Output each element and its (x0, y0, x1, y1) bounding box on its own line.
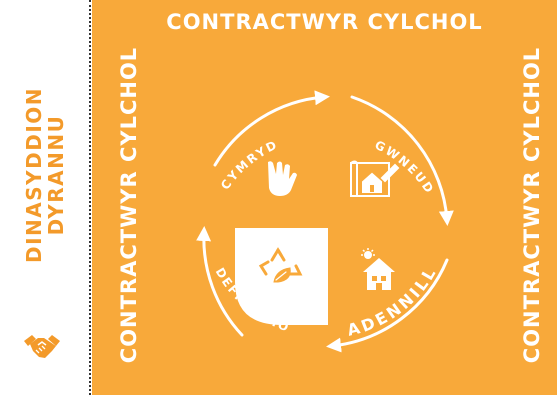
step-label-gwneud: GWNEUD (373, 138, 438, 197)
arrow-make-to-use (350, 95, 454, 226)
side-panel: DINASYDDION DYRANNU (0, 0, 90, 395)
cycle-arrows (196, 90, 454, 353)
hand-icon (268, 161, 297, 196)
step-label-adennill: ADENNILL (345, 262, 441, 339)
arrow-recover-to-take (196, 226, 244, 337)
side-title-line2: DYRANNU (44, 114, 68, 236)
dotted-divider (89, 0, 91, 395)
arrow-use-to-recover (326, 258, 449, 353)
house-sun-icon (361, 248, 395, 290)
blueprint-pencil-icon (350, 160, 400, 197)
cycle-diagram: CYMRYD GWNEUD DEFNYDDIO ADENNILL (196, 90, 454, 353)
arrow-take-to-make (213, 90, 330, 167)
handshake-icon (24, 335, 60, 358)
side-title: DINASYDDION DYRANNU (22, 86, 68, 264)
panel-title: CONTRACTWYR CYLCHOL (166, 10, 483, 34)
circular-contractors-panel: CONTRACTWYR CYLCHOL CONTRACTWYR CYLCHOL … (92, 0, 557, 395)
side-title-line1: DINASYDDION (22, 86, 46, 264)
recycle-leaf-icon (258, 247, 303, 283)
